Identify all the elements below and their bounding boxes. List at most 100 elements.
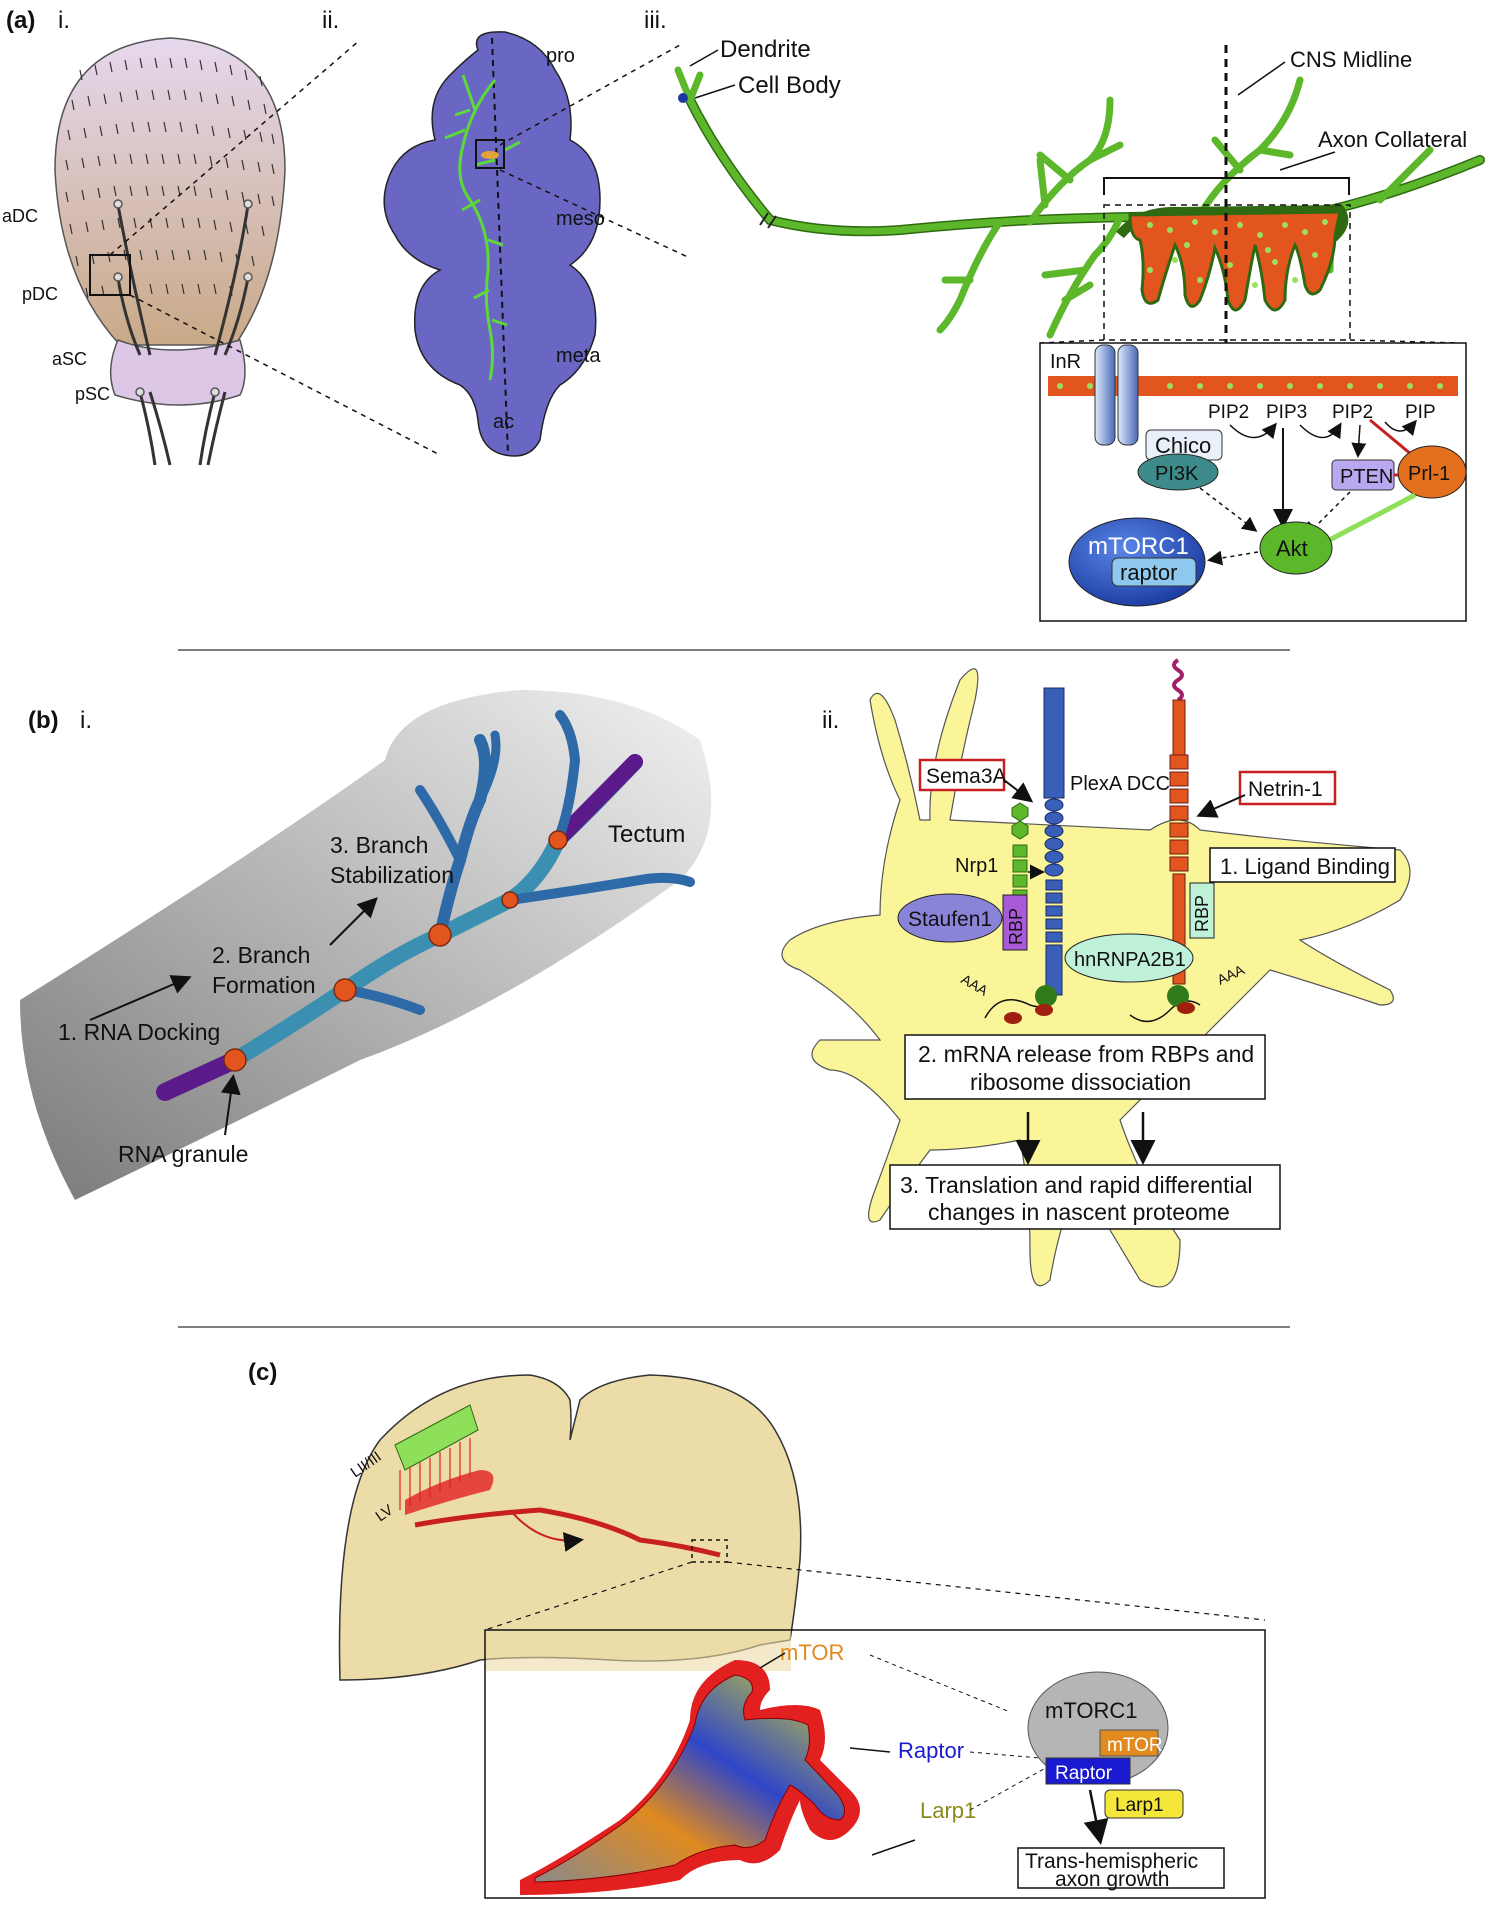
mrna-release-line1: 2. mRNA release from RBPs and xyxy=(918,1041,1254,1067)
larp1-box xyxy=(1104,1789,1184,1819)
panel-b-ii-label: ii. xyxy=(822,707,839,734)
mtor-box xyxy=(1099,1729,1159,1757)
axon-collateral-bracket xyxy=(1103,177,1350,195)
outcome-line1: Trans-hemispheric xyxy=(1025,1850,1198,1873)
zoom-box-embryo xyxy=(475,139,505,169)
step-formation: Formation xyxy=(212,972,316,998)
neuron xyxy=(674,66,1485,339)
raptor-box xyxy=(1111,557,1197,587)
panel-a-label: (a) xyxy=(6,7,35,34)
mrna-release-box xyxy=(904,1034,1266,1100)
panel-a-ii-label: ii. xyxy=(322,7,339,34)
label-staufen1: Staufen1 xyxy=(908,908,992,931)
step-stabilization: Stabilization xyxy=(330,862,454,888)
mrna-ribosomes xyxy=(984,985,1201,1024)
label-plexa-dcc: PlexA DCC xyxy=(1070,773,1170,795)
segment-meso: meso xyxy=(556,208,605,230)
axon-collateral-branches xyxy=(1128,210,1342,312)
label-pip2-b: PIP2 xyxy=(1332,402,1373,423)
zoom-box-collateral xyxy=(1103,204,1351,341)
growth-cone-c xyxy=(520,1660,860,1895)
segment-pro: pro xyxy=(546,45,575,67)
panel-a-i-label: i. xyxy=(58,7,70,34)
label-pip: PIP xyxy=(1405,402,1436,423)
translation-line2: changes in nascent proteome xyxy=(928,1199,1230,1225)
label-pip3: PIP3 xyxy=(1266,402,1307,423)
bristle-pdc: pDC xyxy=(22,284,58,304)
label-pten: PTEN xyxy=(1340,466,1393,488)
label-rbp-left: RBP xyxy=(1006,908,1026,945)
zoom-panel-c xyxy=(484,1629,1266,1899)
panel-a-iii-label: iii. xyxy=(644,7,667,34)
panel-b-label: (b) xyxy=(28,707,59,734)
label-larp1-c: Larp1 xyxy=(920,1798,976,1823)
inr-receptor-left xyxy=(1094,344,1116,446)
prl1-ellipse xyxy=(1397,445,1467,499)
panel-b-i-label: i. xyxy=(80,707,92,734)
segment-ac: ac xyxy=(493,411,514,433)
brain-section xyxy=(338,1374,802,1681)
label-mtor-c: mTOR xyxy=(780,1640,844,1665)
label-pi3k: PI3K xyxy=(1155,463,1199,485)
label-mtor-box: mTOR xyxy=(1107,1735,1163,1756)
label-raptor: raptor xyxy=(1120,560,1177,585)
rna-granules xyxy=(223,830,568,1072)
label-nrp1: Nrp1 xyxy=(955,855,998,877)
label-prl1: Prl-1 xyxy=(1408,463,1450,485)
netrin1-box xyxy=(1238,770,1337,806)
bristle-psc: pSC xyxy=(75,384,110,404)
ligand-binding-box xyxy=(1209,847,1396,883)
akt-ellipse xyxy=(1259,521,1333,575)
label-cell-body: Cell Body xyxy=(738,72,841,99)
membrane xyxy=(1048,376,1458,396)
label-akt: Akt xyxy=(1276,536,1308,561)
panel-c-label: (c) xyxy=(248,1359,277,1386)
label-pip2-a: PIP2 xyxy=(1208,402,1249,423)
hnrnpa2b1-ellipse xyxy=(1064,933,1194,983)
outcome-box xyxy=(1017,1847,1225,1889)
translation-line1: 3. Translation and rapid differential xyxy=(900,1172,1252,1198)
ventral-nerve-cord xyxy=(383,31,601,457)
label-raptor-c: Raptor xyxy=(898,1738,964,1763)
label-netrin1: Netrin-1 xyxy=(1248,778,1323,801)
label-raptor-box: Raptor xyxy=(1055,1763,1113,1784)
label-dendrite: Dendrite xyxy=(720,36,811,63)
insulin-pathway-box: InR PIP2 PIP3 PIP2 PIP Chico PI3K PTEN P… xyxy=(1039,342,1467,622)
step-branch-3: 3. Branch xyxy=(330,832,428,858)
bristle-asc: aSC xyxy=(52,349,87,369)
label-sema3a: Sema3A xyxy=(926,765,1007,788)
label-inr: InR xyxy=(1050,351,1081,373)
tectum-axon xyxy=(20,690,712,1200)
label-rna-granule: RNA granule xyxy=(118,1141,248,1167)
label-ligand-binding: 1. Ligand Binding xyxy=(1220,854,1390,879)
sema3a-box xyxy=(918,758,1006,792)
label-hnrnpa2b1: hnRNPA2B1 xyxy=(1074,949,1186,971)
outcome-line2: axon growth xyxy=(1055,1868,1169,1891)
zoom-box-brain xyxy=(691,1539,728,1563)
layer-lv: LV xyxy=(373,1501,397,1525)
mtorc1-complex: mTORC1 mTOR Raptor Larp1 xyxy=(1027,1671,1184,1819)
rbp-box-left xyxy=(1002,894,1028,951)
bristle-adc: aDC xyxy=(2,206,38,226)
macrochaetae xyxy=(116,204,250,466)
label-larp1-box: Larp1 xyxy=(1115,1795,1164,1816)
label-mtorc1: mTORC1 xyxy=(1088,533,1189,560)
label-tectum: Tectum xyxy=(608,821,685,848)
translation-box xyxy=(889,1164,1281,1230)
pi3k-ellipse xyxy=(1137,453,1219,491)
label-axon-collateral: Axon Collateral xyxy=(1318,127,1467,152)
label-rbp-right: RBP xyxy=(1192,895,1212,932)
mrna-release-line2: ribosome dissociation xyxy=(970,1069,1191,1095)
step-rna-docking: 1. RNA Docking xyxy=(58,1019,220,1045)
plexa-receptor xyxy=(1043,687,1065,996)
segment-meta: meta xyxy=(556,345,601,367)
label-mtorc1-c: mTORC1 xyxy=(1045,1698,1138,1723)
step-branch-2: 2. Branch xyxy=(212,942,310,968)
fly-thorax xyxy=(54,37,286,466)
label-cns-midline: CNS Midline xyxy=(1290,47,1412,72)
raptor-box-c xyxy=(1045,1757,1131,1785)
rbp-box-right xyxy=(1189,882,1215,939)
staufen1-ellipse xyxy=(897,893,1003,943)
inr-receptor-right xyxy=(1117,344,1139,446)
